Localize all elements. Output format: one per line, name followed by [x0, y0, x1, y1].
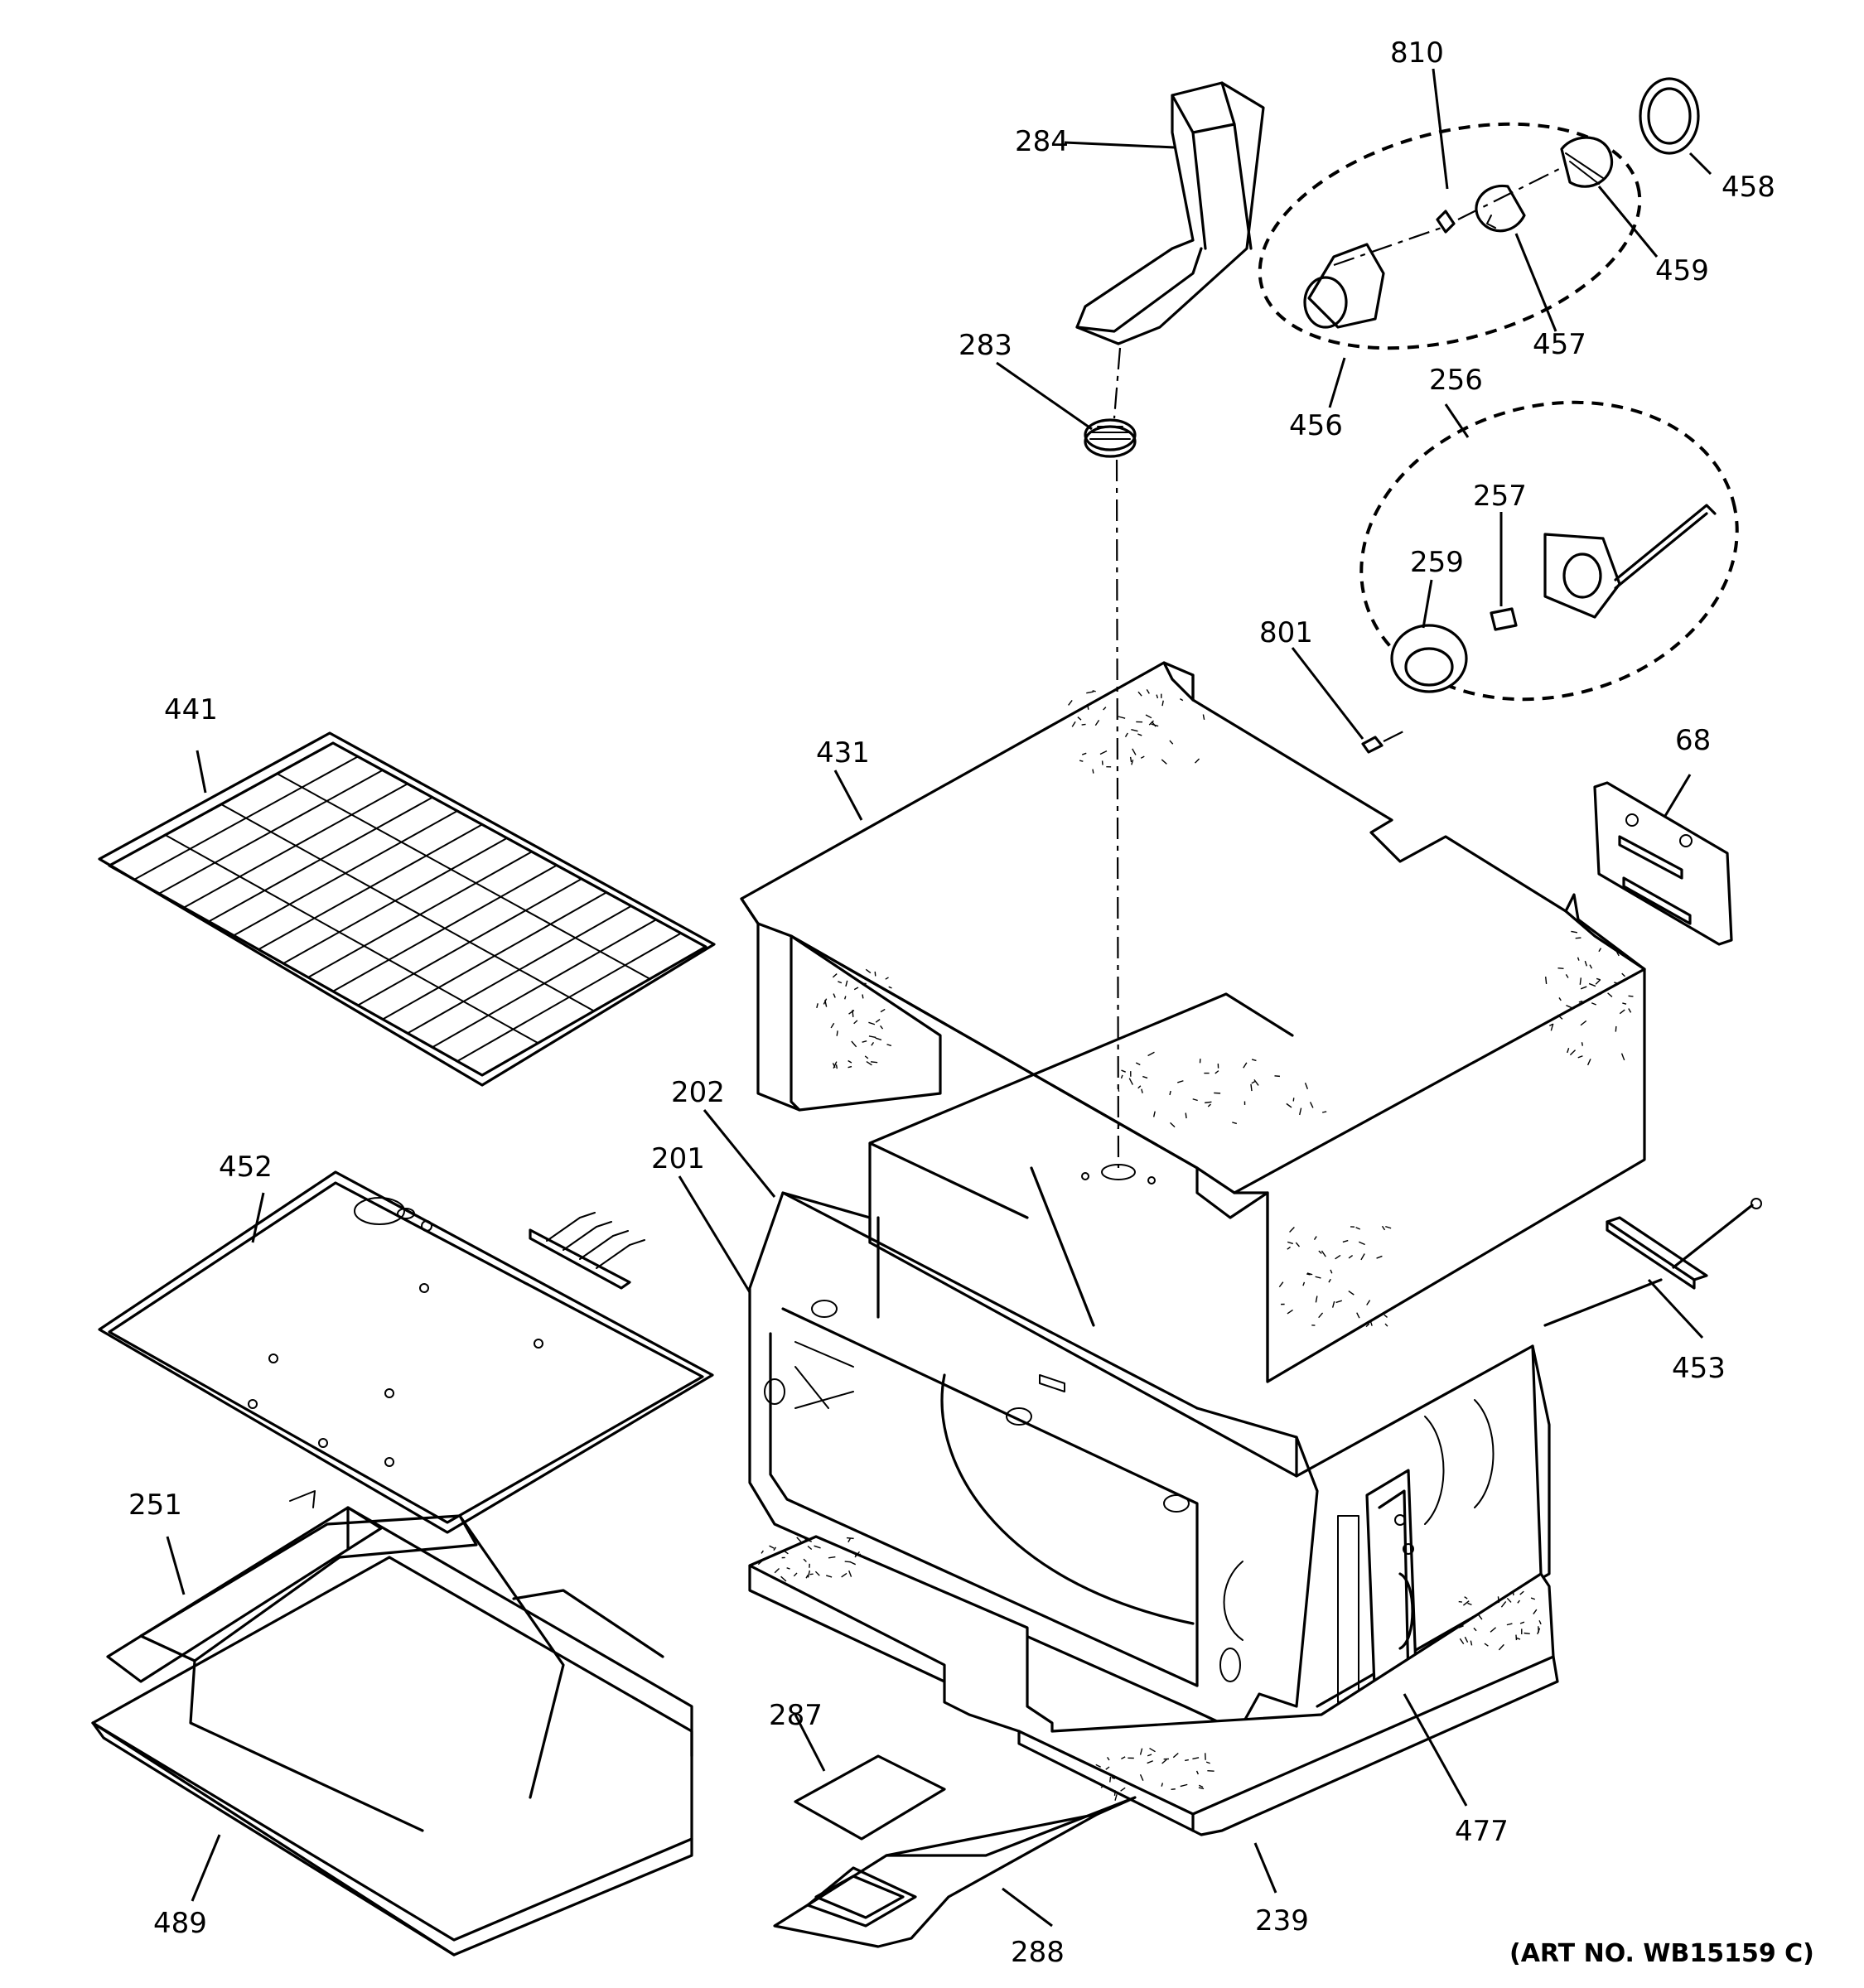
callout-256: 256 [1429, 364, 1483, 397]
insulation-bottom-239 [748, 1535, 1559, 1836]
callout-453: 453 [1672, 1352, 1726, 1385]
callout-456: 456 [1289, 409, 1343, 442]
assembly-guide-lines [1113, 165, 1567, 1169]
broil-element-251 [106, 1490, 693, 1832]
light-assembly-256 [1359, 400, 1739, 754]
label-287 [794, 1754, 946, 1841]
callout-452: 452 [219, 1151, 273, 1184]
art-number: (ART NO. WB15159 C) [1509, 1939, 1814, 1968]
callout-68: 68 [1675, 724, 1711, 757]
callout-431: 431 [816, 736, 870, 770]
callout-457: 457 [1533, 328, 1586, 361]
air-duct-288 [773, 1796, 1137, 1948]
bake-element-panel-452 [98, 1170, 714, 1534]
insulation-blanket-431 [740, 661, 1646, 1383]
callout-810: 810 [1390, 36, 1444, 70]
callout-202: 202 [671, 1076, 725, 1109]
callout-477: 477 [1455, 1815, 1509, 1848]
callout-283: 283 [959, 329, 1012, 362]
trim-ring-458 [1639, 77, 1700, 155]
callout-458: 458 [1722, 171, 1775, 204]
back-bracket-68 [1593, 781, 1733, 946]
callout-284: 284 [1015, 125, 1069, 158]
callout-287: 287 [769, 1699, 823, 1732]
callout-459: 459 [1655, 254, 1709, 287]
callout-288: 288 [1011, 1936, 1065, 1969]
terminal-block-453 [1543, 1198, 1762, 1327]
light-socket-assembly-456 [1258, 122, 1642, 350]
callout-labels: 284 283 810 458 459 457 456 256 257 259 … [128, 36, 1814, 1969]
callout-201: 201 [651, 1142, 705, 1175]
oven-vent-284 [1075, 81, 1265, 345]
callout-259: 259 [1410, 546, 1464, 579]
callout-257: 257 [1473, 480, 1527, 513]
callout-489: 489 [153, 1907, 207, 1940]
callout-801: 801 [1259, 616, 1313, 649]
oven-cavity-201 [748, 992, 1551, 1733]
oven-rack-441 [98, 731, 716, 1087]
broil-pan-489 [91, 1556, 693, 1957]
callout-441: 441 [164, 693, 218, 726]
grommet-283 [1084, 418, 1137, 458]
callout-leaders [166, 68, 1712, 1928]
callout-239: 239 [1255, 1904, 1309, 1937]
door-hinge-477 [1337, 1469, 1418, 1708]
callout-251: 251 [128, 1489, 182, 1522]
